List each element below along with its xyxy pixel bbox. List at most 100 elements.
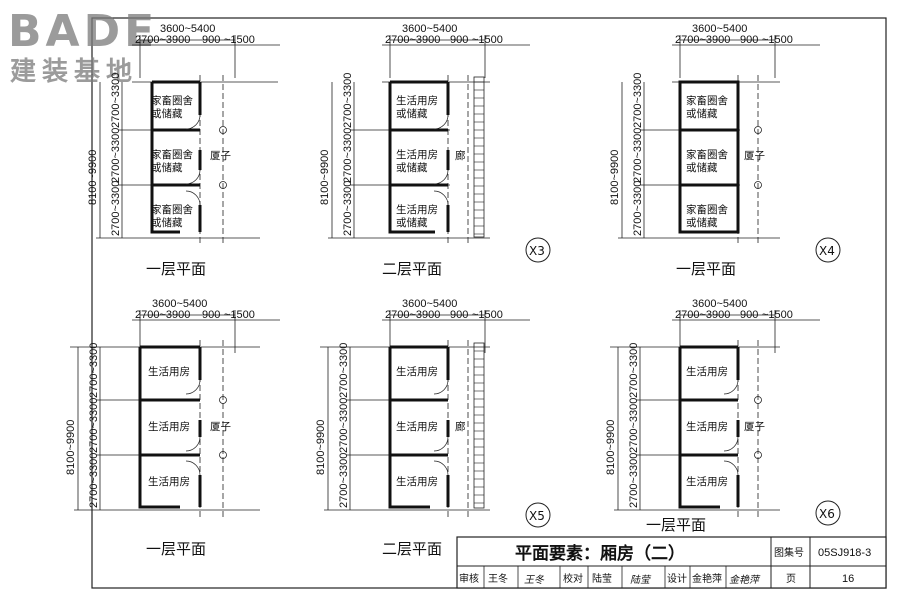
room-label-corridor: 廊 bbox=[455, 149, 466, 162]
caption-ground-floor: 一层平面 bbox=[646, 516, 706, 534]
dim-right-width: ~1500 bbox=[472, 309, 503, 321]
room-label-storage: 或储藏 bbox=[686, 216, 718, 229]
room-label-toilet: 厦子 bbox=[744, 150, 765, 162]
design-signature: 金艳萍 bbox=[729, 574, 761, 586]
dim-total-depth: 8100~9900 bbox=[605, 420, 617, 475]
dim-left-width: 2700~3900 bbox=[135, 34, 190, 46]
dim-bay-1: 2700~3300 bbox=[338, 343, 350, 398]
dim-bay-3: 2700~3300 bbox=[88, 453, 100, 508]
dim-left-width: 2700~3900 bbox=[135, 309, 190, 321]
sheet-border bbox=[91, 17, 887, 589]
room-label-storage: 或储藏 bbox=[151, 216, 183, 229]
room-label-toilet: 厦子 bbox=[210, 421, 231, 433]
dim-bay-1: 2700~3300 bbox=[628, 343, 640, 398]
plan-panel-4: 3600~5400 2700~3900 900 ~1500 8100~9900 … bbox=[65, 298, 280, 558]
dim-bay-1: 2700~3300 bbox=[632, 73, 644, 128]
dim-left-width: 2700~3900 bbox=[385, 34, 440, 46]
dim-total-width: 3600~5400 bbox=[160, 23, 215, 35]
dim-mid-width: 900 bbox=[740, 309, 758, 321]
dim-total-depth: 8100~9900 bbox=[65, 420, 77, 475]
room-label-living: 生活用房 bbox=[396, 203, 438, 216]
dim-bay-3: 2700~3300 bbox=[110, 181, 122, 236]
review-signature: 王冬 bbox=[524, 574, 545, 586]
dim-bay-3: 2700~3300 bbox=[338, 453, 350, 508]
page-label: 页 bbox=[786, 573, 796, 585]
room-label-living: 生活用房 bbox=[396, 475, 438, 488]
title-block: 平面要素：厢房（二） 图集号 05SJ918-3 页 16 审核 王冬 王冬 校… bbox=[456, 536, 887, 589]
dim-bay-2: 2700~3300 bbox=[342, 128, 354, 183]
room-label-corridor: 廊 bbox=[455, 420, 466, 433]
dim-mid-width: 900 bbox=[450, 309, 468, 321]
dim-total-depth: 8100~9900 bbox=[319, 150, 331, 205]
dim-mid-width: 900 bbox=[740, 34, 758, 46]
room-label-livestock: 家畜圈舍 bbox=[151, 203, 193, 216]
dim-total-depth: 8100~9900 bbox=[315, 420, 327, 475]
dim-total-width: 3600~5400 bbox=[402, 23, 457, 35]
sheet-title: 平面要素：厢房（二） bbox=[515, 543, 685, 564]
room-label-storage: 或储藏 bbox=[686, 107, 718, 120]
code-badge-x4 bbox=[815, 237, 841, 263]
code-badge-x5 bbox=[525, 502, 551, 528]
room-label-living: 生活用房 bbox=[686, 475, 728, 488]
dim-left-width: 2700~3900 bbox=[675, 34, 730, 46]
room-label-living: 生活用房 bbox=[396, 94, 438, 107]
caption-ground-floor: 一层平面 bbox=[676, 260, 736, 278]
plan-panel-2: 3600~5400 2700~3900 900 ~1500 8100~9900 … bbox=[319, 23, 551, 278]
logo-subtitle: 建装基地 bbox=[10, 57, 138, 87]
dim-total-width: 3600~5400 bbox=[692, 23, 747, 35]
dim-bay-1: 2700~3300 bbox=[342, 73, 354, 128]
caption-second-floor: 二层平面 bbox=[382, 260, 442, 278]
room-label-living: 生活用房 bbox=[396, 365, 438, 378]
dim-right-width: ~1500 bbox=[762, 309, 793, 321]
plan-panel-1: 3600~5400 2700~3900 900 ~1500 8100~9900 … bbox=[87, 23, 280, 278]
dim-left-width: 2700~3900 bbox=[675, 309, 730, 321]
dim-right-width: ~1500 bbox=[472, 34, 503, 46]
dim-total-width: 3600~5400 bbox=[152, 298, 207, 310]
plan-panel-6: 3600~5400 2700~3900 900 ~1500 8100~9900 … bbox=[605, 298, 841, 534]
caption-ground-floor: 一层平面 bbox=[146, 260, 206, 278]
page-number: 16 bbox=[842, 573, 854, 585]
room-label-storage: 或储藏 bbox=[686, 161, 718, 174]
check-signature: 陆莹 bbox=[630, 574, 652, 586]
room-label-livestock: 家畜圈舍 bbox=[686, 148, 728, 161]
dim-bay-2: 2700~3300 bbox=[338, 398, 350, 453]
design-label: 设计 bbox=[667, 572, 687, 585]
dim-mid-width: 900 bbox=[450, 34, 468, 46]
room-label-livestock: 家畜圈舍 bbox=[151, 148, 193, 161]
dim-total-depth: 8100~9900 bbox=[609, 150, 621, 205]
dim-total-width: 3600~5400 bbox=[692, 298, 747, 310]
dim-left-width: 2700~3900 bbox=[385, 309, 440, 321]
room-label-living: 生活用房 bbox=[686, 420, 728, 433]
room-label-storage: 或储藏 bbox=[396, 107, 428, 120]
room-label-storage: 或储藏 bbox=[396, 216, 428, 229]
room-label-livestock: 家畜圈舍 bbox=[151, 94, 193, 107]
dim-bay-3: 2700~3300 bbox=[628, 453, 640, 508]
logo-text: BADE bbox=[8, 6, 158, 57]
dim-right-width: ~1500 bbox=[762, 34, 793, 46]
dim-bay-1: 2700~3300 bbox=[88, 343, 100, 398]
atlas-number: 05SJ918-3 bbox=[818, 547, 871, 559]
caption-second-floor: 二层平面 bbox=[382, 540, 442, 558]
dim-bay-1: 2700~3300 bbox=[110, 73, 122, 128]
room-label-living: 生活用房 bbox=[148, 475, 190, 488]
room-label-toilet: 厦子 bbox=[210, 150, 231, 162]
code-x4: X4 bbox=[819, 244, 835, 258]
room-label-toilet: 厦子 bbox=[744, 421, 765, 433]
plan-panel-3: 3600~5400 2700~3900 900 ~1500 8100~9900 … bbox=[609, 23, 841, 278]
check-label: 校对 bbox=[563, 572, 583, 585]
code-x3: X3 bbox=[529, 244, 545, 258]
room-label-livestock: 家畜圈舍 bbox=[686, 94, 728, 107]
room-label-living: 生活用房 bbox=[148, 420, 190, 433]
room-label-living: 生活用房 bbox=[396, 420, 438, 433]
code-badge-x6 bbox=[815, 500, 841, 526]
design-name: 金艳萍 bbox=[692, 572, 722, 585]
caption-ground-floor: 一层平面 bbox=[146, 540, 206, 558]
room-label-storage: 或储藏 bbox=[151, 161, 183, 174]
dim-right-width: ~1500 bbox=[224, 309, 255, 321]
dim-bay-2: 2700~3300 bbox=[110, 128, 122, 183]
dim-total-width: 3600~5400 bbox=[402, 298, 457, 310]
room-label-living: 生活用房 bbox=[396, 148, 438, 161]
room-label-storage: 或储藏 bbox=[396, 161, 428, 174]
plan-panel-5: 3600~5400 2700~3900 900 ~1500 8100~9900 … bbox=[315, 298, 551, 558]
